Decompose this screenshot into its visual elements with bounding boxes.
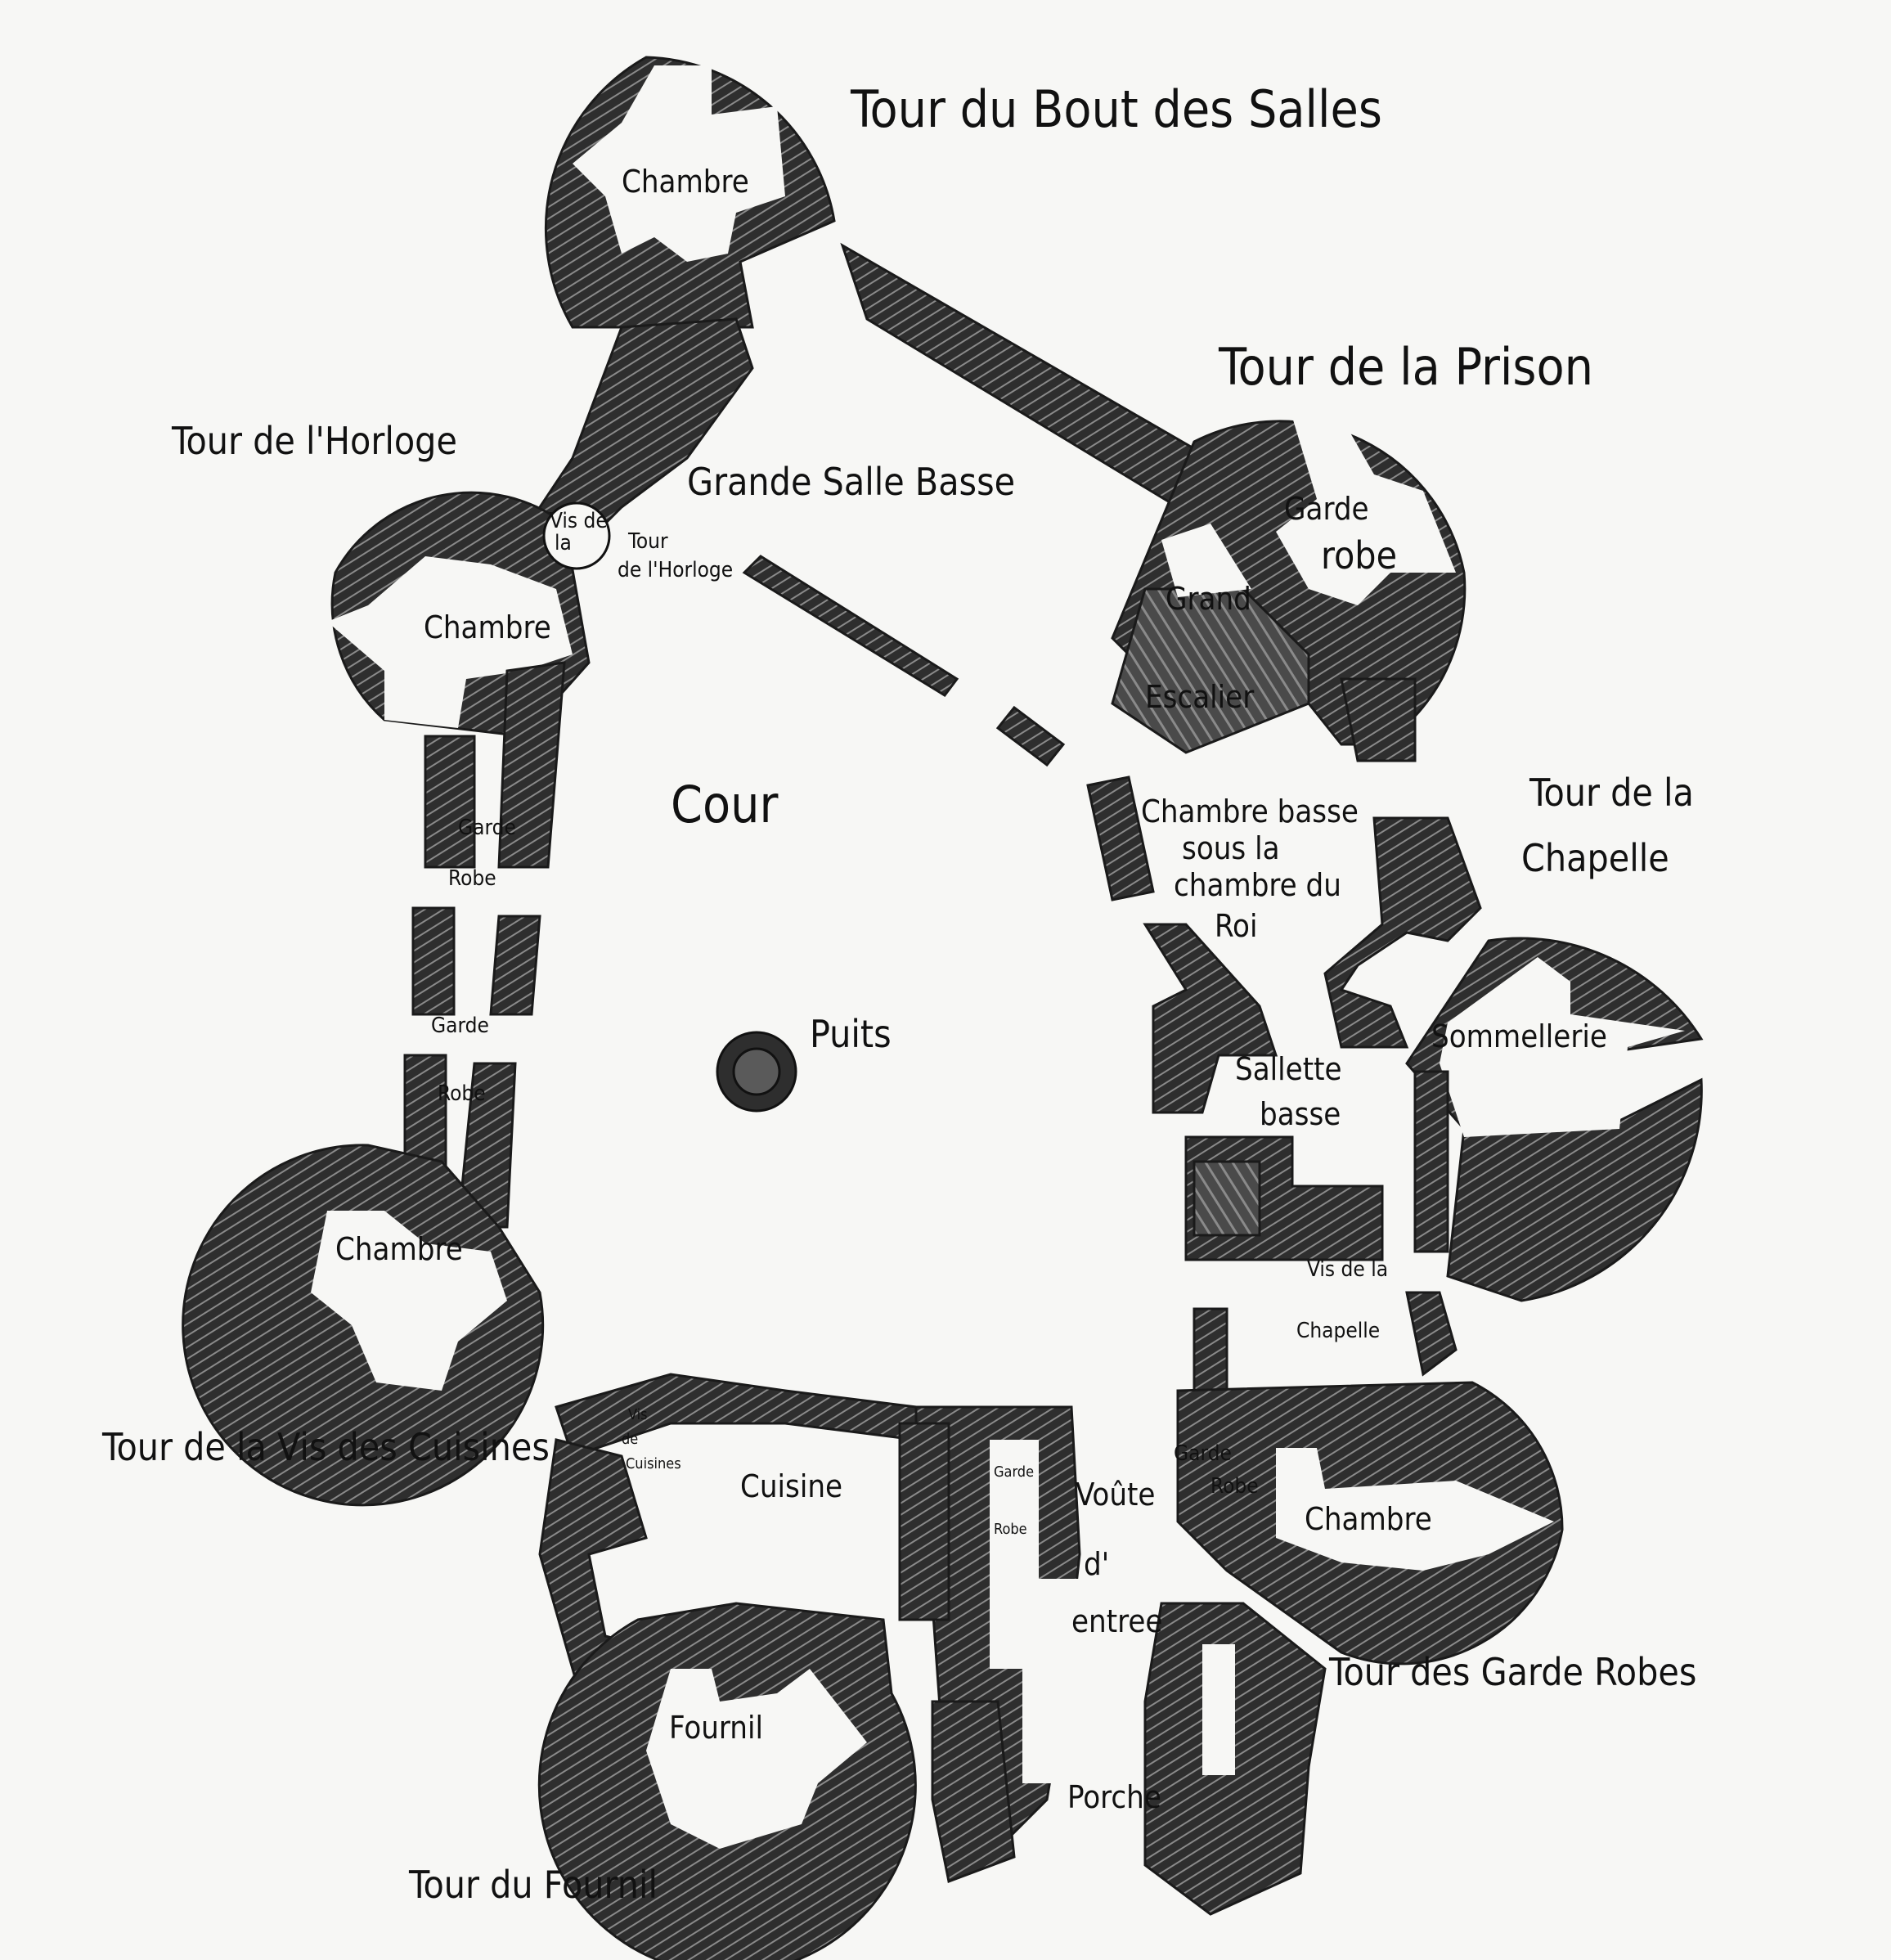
label-tour-horloge: Tour de l'Horloge	[171, 419, 457, 463]
label-chambre-top: Chambre	[622, 164, 749, 200]
label-garde-robe-right-1: Garde	[1174, 1441, 1232, 1466]
room-chambre-lower-left-cutout	[311, 1211, 507, 1391]
label-fournil: Fournil	[669, 1710, 763, 1746]
room-fournil-cutout	[646, 1669, 867, 1849]
label-vis-cuisines-3: Cuisines	[626, 1455, 681, 1472]
label-chambre-lower-left: Chambre	[335, 1231, 463, 1267]
wall-chapelle-north	[1323, 816, 1482, 1049]
label-sommellerie: Sommellerie	[1431, 1018, 1607, 1054]
label-garde-robe-2: robe	[1321, 533, 1397, 578]
label-tour-vis-cuisines: Tour de la Vis des Cuisines	[101, 1425, 550, 1469]
label-garde-robe-right-2: Robe	[1211, 1474, 1259, 1499]
label-chambre-right: Chambre	[1305, 1501, 1432, 1537]
label-garde-robe-gate-2: Robe	[994, 1521, 1027, 1538]
wall-prison-spur	[1340, 677, 1417, 762]
wall-grande-salle-south	[742, 555, 959, 697]
wall-west-mid-2	[489, 915, 541, 1016]
label-tour-bout-des-salles: Tour du Bout des Salles	[850, 79, 1382, 139]
label-chambre-basse-2: sous la	[1182, 830, 1280, 866]
label-garde-robe-left-b2: Robe	[438, 1081, 486, 1106]
label-porche: Porche	[1067, 1779, 1161, 1815]
label-chambre-left: Chambre	[424, 609, 551, 645]
labels-layer: Tour du Bout des Salles Tour de la Priso…	[101, 79, 1696, 1907]
label-escalier: Escalier	[1145, 679, 1255, 715]
wall-west-lower-2	[456, 1062, 517, 1229]
room-chambre-right-cutout	[1276, 1448, 1554, 1571]
label-chambre-basse-1: Chambre basse	[1141, 793, 1359, 829]
label-vis-chapelle-1: Vis de la	[1307, 1257, 1388, 1282]
room-chambre-top-cutout	[573, 65, 785, 262]
wall-vis-chapelle	[1193, 1307, 1228, 1392]
label-vis-horloge-1: Vis de	[550, 509, 608, 533]
wall-grande-salle-south-2	[995, 705, 1066, 767]
label-grande-salle: Grande Salle Basse	[687, 460, 1015, 504]
label-sallette-1: Sallette	[1235, 1051, 1342, 1087]
label-vis-chapelle-2: Chapelle	[1296, 1319, 1380, 1343]
label-voute-2: d'	[1084, 1546, 1109, 1582]
label-grand: Grand	[1166, 581, 1251, 617]
puits-well	[716, 1031, 797, 1113]
wall-chambre-basse-west	[1086, 775, 1155, 901]
label-chambre-basse-3: chambre du	[1174, 867, 1341, 903]
label-vis-cuisines-2: de	[622, 1431, 638, 1448]
label-tour-horloge-inner-1: Tour	[627, 529, 668, 554]
label-puits: Puits	[810, 1012, 892, 1056]
label-tour-fournil: Tour du Fournil	[408, 1863, 658, 1907]
vis-horloge-stair	[542, 501, 611, 570]
label-tour-chapelle-line1: Tour de la	[1529, 771, 1694, 815]
room-sommellerie-cutout	[1440, 957, 1685, 1137]
wall-cuisine-east	[898, 1422, 950, 1621]
garde-robes-cutout	[1202, 1644, 1235, 1775]
walls-layer	[182, 56, 1704, 1960]
label-cour: Cour	[671, 775, 778, 834]
room-chambre-left-cutout	[327, 556, 573, 728]
label-vis-horloge-2: la	[555, 531, 572, 555]
label-chambre-basse-4: Roi	[1215, 908, 1257, 944]
label-tour-prison: Tour de la Prison	[1218, 337, 1593, 397]
label-tour-garde-robes: Tour des Garde Robes	[1328, 1650, 1696, 1694]
label-tour-chapelle-line2: Chapelle	[1521, 836, 1669, 880]
label-garde-robe-left-1: Garde	[458, 816, 516, 840]
room-garde-robe-cutout	[1276, 417, 1456, 605]
label-tour-horloge-inner-2: de l'Horloge	[618, 558, 733, 582]
label-garde-robe-gate-1: Garde	[994, 1463, 1034, 1481]
wall-west-upper	[424, 735, 476, 869]
wall-chapelle-inner	[1413, 1070, 1449, 1253]
label-garde-robe-left-b1: Garde	[431, 1014, 489, 1038]
stair-sallette	[1193, 1160, 1261, 1237]
label-vis-cuisines-1: Vis	[628, 1406, 648, 1423]
wall-porche	[931, 1700, 1016, 1884]
wall-cuisine-north	[555, 1373, 918, 1458]
label-garde-robe-left-2: Robe	[448, 866, 496, 891]
label-cuisine: Cuisine	[740, 1468, 842, 1504]
escalier-notch-cutout	[1161, 524, 1251, 597]
gate-passage-cutout	[1022, 1579, 1088, 1783]
wall-west-mid	[411, 906, 456, 1016]
label-voute-1: Voûte	[1076, 1477, 1155, 1513]
wall-west-upper-2	[497, 661, 566, 869]
label-voute-3: entree	[1071, 1603, 1162, 1639]
wall-sallette-west	[1143, 923, 1278, 1114]
label-sallette-2: basse	[1260, 1096, 1341, 1132]
wall-vis-chapelle-2	[1405, 1291, 1458, 1377]
label-garde-robe-1: Garde	[1284, 491, 1369, 527]
